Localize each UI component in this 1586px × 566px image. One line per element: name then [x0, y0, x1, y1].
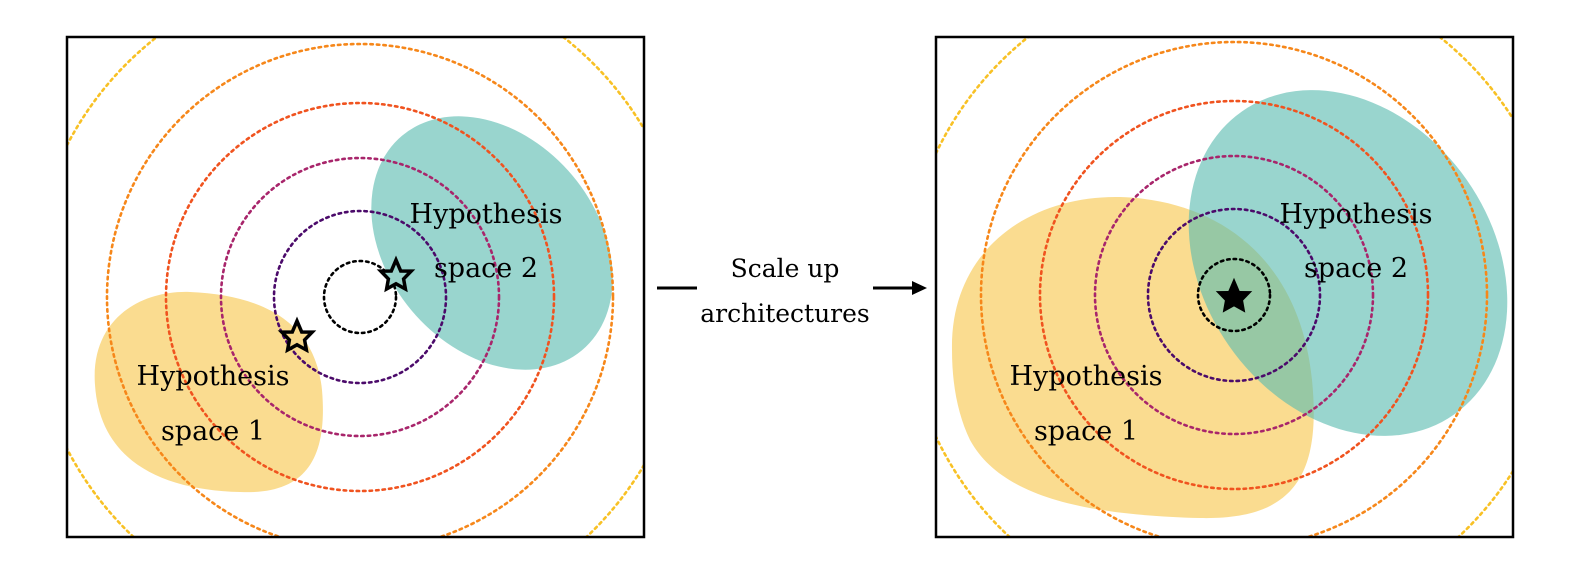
- hypothesis-space-2-region: [1188, 90, 1508, 436]
- left-panel: Hypothesis space 2 Hypothesis space 1: [67, 37, 644, 537]
- arrowhead-icon: [912, 281, 927, 295]
- space1-label-line2: space 1: [1034, 416, 1138, 447]
- space2-label-line1: Hypothesis: [1280, 199, 1433, 230]
- arrow-label-line2: architectures: [700, 299, 870, 328]
- space1-label-line1: Hypothesis: [137, 361, 290, 392]
- loss-contours: [936, 37, 1513, 537]
- hypothesis-space-1-region: [94, 291, 323, 493]
- scale-up-arrow: Scale up architectures: [657, 254, 927, 328]
- space2-label-line2: space 2: [1304, 253, 1408, 284]
- space1-label-line1: Hypothesis: [1010, 361, 1163, 392]
- right-panel: Hypothesis space 2 Hypothesis space 1: [936, 37, 1513, 537]
- star-icon: [376, 255, 416, 293]
- loss-contours: [67, 37, 644, 537]
- star-icon: [277, 316, 317, 354]
- outer-contour-arcs: [936, 37, 1513, 537]
- outer-contour-arcs: [67, 37, 644, 537]
- hypothesis-space-2-region: [371, 116, 613, 370]
- space1-label-line2: space 1: [161, 416, 265, 447]
- space2-label-line1: Hypothesis: [410, 199, 563, 230]
- arrow-label-line1: Scale up: [731, 254, 840, 283]
- right-panel-frame: [934, 35, 1515, 539]
- star-icon: [1215, 277, 1253, 313]
- left-panel-frame: [65, 35, 646, 539]
- space2-label-line2: space 2: [434, 253, 538, 284]
